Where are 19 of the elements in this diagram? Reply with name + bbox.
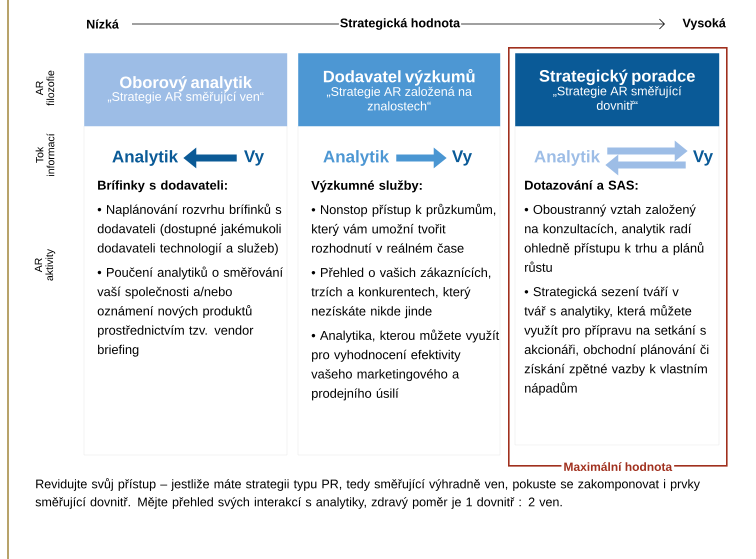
role-label: Analytik [534, 150, 600, 166]
row-label: AR filozofie [36, 70, 54, 106]
role-label: Vy [244, 150, 264, 166]
caption: Revidujte svůj přístup – jestliže máte strategii typu PR, tedy směřující výhradně ven, pokuste se zakomponovat i prvky směřující dovnitř. Mějte přehled svých interakcí s analytiky, zdravý poměr je 1 dovnitř : 2 ven. [36, 478, 700, 509]
activity-list: Výzkumné služby: • Nonstop přístup k průzkumům, který vám umožní tvořit rozhodnutí v reálném čase • Přehled o vašich zákaznících, trzích a konkurentech, který nezískáte nikde jinde • Analytika, kterou můžete využít pro vyhodnocení efektivity vašeho marketingového a prodejního úsilí [311, 180, 500, 400]
row-label: AR aktivity [34, 248, 56, 281]
axis-label: Vysoká [681, 17, 727, 31]
axis-label: Nízká [85, 18, 120, 30]
column-header: Strategický poradce „Strategie AR směřující dovnitř“ [515, 53, 720, 126]
column-header: Oborový analytik „Strategie AR směřující ven“ [84, 53, 288, 126]
role-label: Vy [693, 150, 713, 166]
row-label: Tok informací [36, 133, 54, 176]
activity-list: Brífinky s dodavateli: • Naplánování rozvrhu brífinků s dodavateli (dostupné jakémukoli dodavateli technologií a služeb) • Poučení analytiků o směřování vaší společnosti a/nebo oznámení nových produktů prostřednictvím tzv. vendor briefing [97, 180, 284, 357]
role-label: Analytik [323, 150, 390, 166]
column-header: Dodavatel výzkumů „Strategie AR založená na znalostech“ [298, 53, 500, 126]
role-label: Vy [452, 150, 472, 166]
axis-label: Strategická hodnota [338, 17, 462, 31]
activity-list: Dotazování a SAS: • Oboustranný vztah založený na konzultacích, analytik radí ohledně přístupu k trhu a plánů růstu • Strategická sezení tváří v tvář s analytiky, která můžete využít pro přípravu na setkání s akcionáři, obchodní plánování či získání zpětné vazby k vlastním nápadům [524, 180, 708, 396]
role-label: Analytik [112, 150, 178, 166]
